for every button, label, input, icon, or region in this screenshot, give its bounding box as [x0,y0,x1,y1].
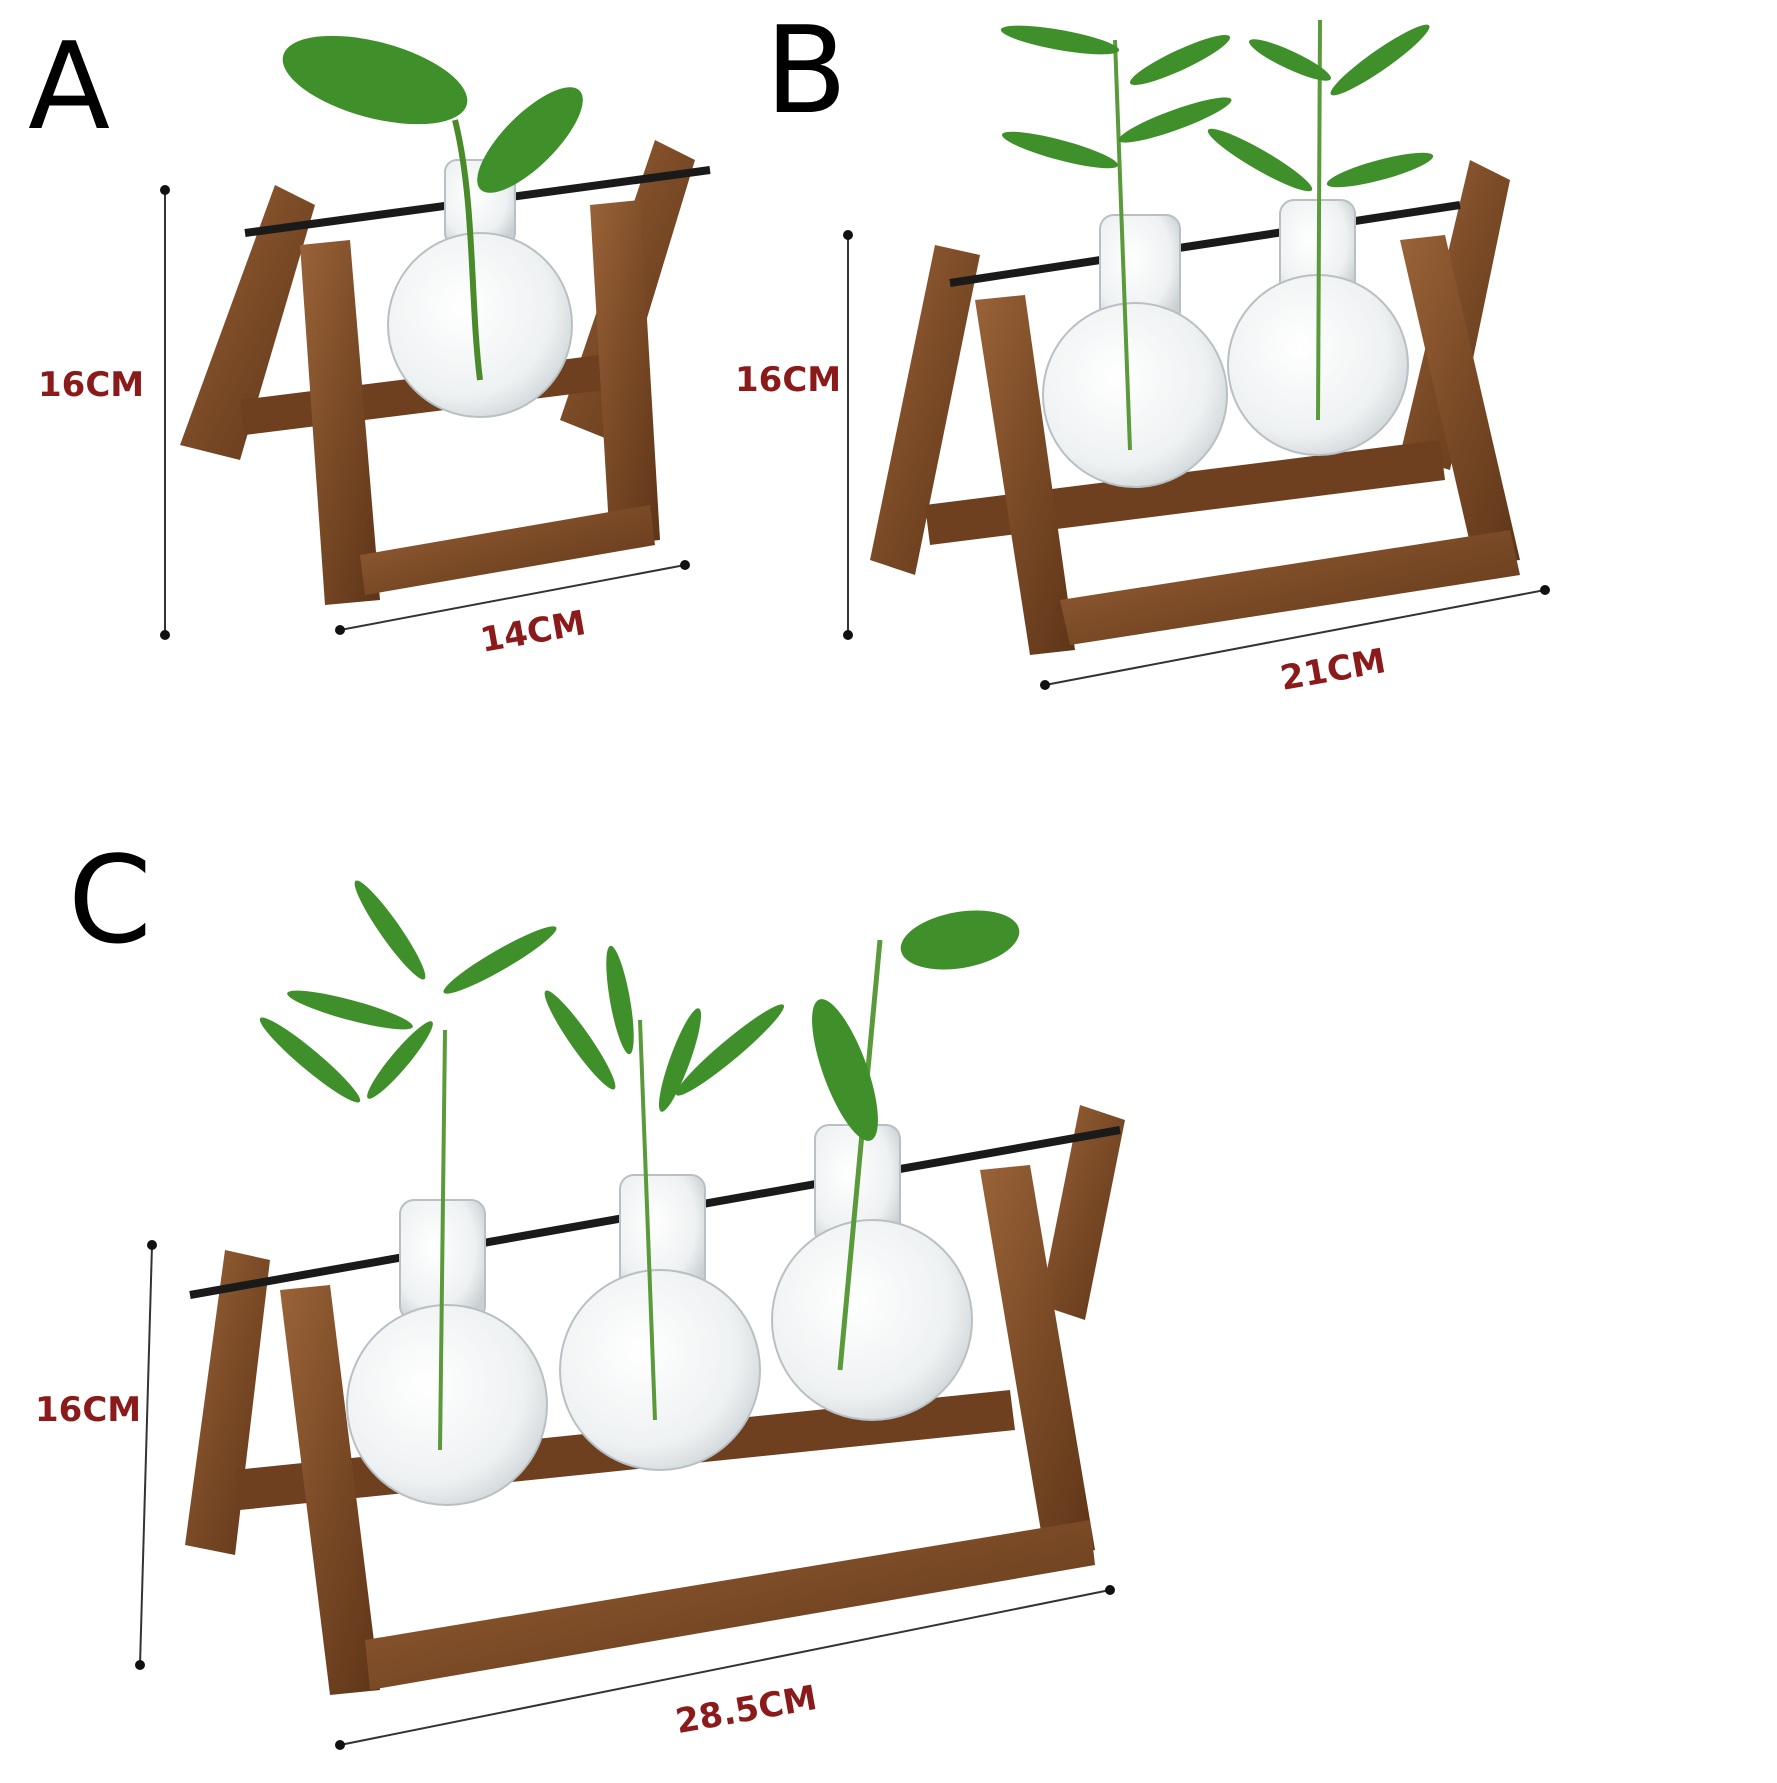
height-label-a: 16CM [38,365,145,405]
variant-label-b: B [765,2,848,141]
glass-vase [559,1269,761,1471]
wood-leg [590,200,660,545]
height-label-b: 16CM [735,360,842,400]
wood-leg [280,1285,380,1695]
height-dimension-line [139,1244,153,1666]
wood-rail [1060,530,1520,645]
metal-rod [949,201,1461,287]
glass-vase [771,1219,973,1421]
width-dimension-line [339,1589,1111,1746]
wood-rail [360,505,655,595]
wood-leg [180,185,315,460]
leaf [477,87,583,193]
width-dimension-line [1044,589,1546,686]
wood-leg [1040,1105,1125,1320]
height-label-c: 16CM [35,1390,142,1430]
wood-rail [365,1520,1095,1690]
glass-vase [1042,302,1228,488]
leaf [282,35,468,125]
variant-label-a: A [28,18,111,157]
wood-leg [1400,235,1520,565]
stand-a [160,35,711,640]
glass-vase [387,232,573,418]
width-dimension-line [339,564,686,631]
wood-leg [300,240,380,605]
wood-leg [185,1250,270,1555]
stand-b [843,19,1550,690]
glass-vase [346,1304,548,1506]
wood-leg [975,295,1075,655]
wood-leg [870,245,980,575]
wood-leg [980,1165,1095,1555]
variant-label-c: C [68,832,152,971]
stand-c [135,880,1125,1750]
